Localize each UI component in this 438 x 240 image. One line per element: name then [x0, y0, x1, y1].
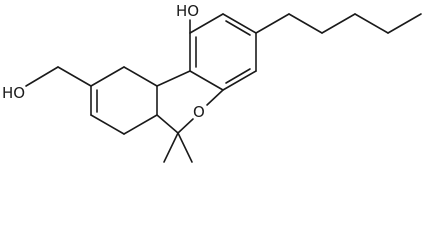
bond	[288, 13, 323, 34]
bond	[255, 13, 290, 34]
bond	[222, 70, 257, 91]
bond-lines	[25, 13, 422, 163]
bond	[354, 13, 389, 34]
left-hydroxyl-label: HO	[2, 84, 25, 102]
bond	[189, 70, 224, 91]
bond	[156, 70, 191, 87]
bond	[206, 89, 224, 106]
bond	[387, 13, 422, 34]
ring-oxygen-label: O	[193, 103, 205, 121]
bond	[163, 132, 179, 163]
bond	[177, 132, 193, 163]
bond	[189, 13, 224, 34]
aromatic-double-bond	[225, 68, 251, 84]
bond	[222, 13, 257, 34]
bond	[25, 66, 59, 87]
bond	[321, 13, 356, 34]
bond	[90, 114, 125, 135]
bond	[177, 118, 194, 134]
molecule-structure-diagram: HO O HO	[2, 2, 422, 163]
aromatic-double-bond	[225, 20, 251, 36]
bond	[90, 66, 125, 87]
bond	[57, 66, 92, 87]
top-hydroxyl-label: HO	[176, 2, 199, 20]
bond	[156, 114, 179, 134]
atom-labels: HO O HO	[2, 2, 205, 121]
bond	[123, 114, 158, 135]
bond	[123, 66, 158, 87]
